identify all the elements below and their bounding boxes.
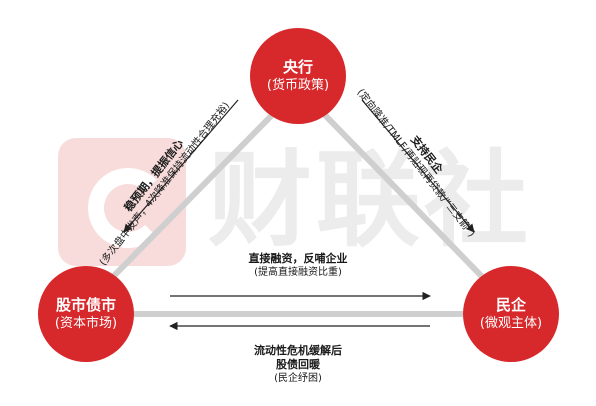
arrow-top-to-left [123,99,239,233]
node-capital-market-subtitle: (资本市场) [54,316,118,331]
node-private-enterprise: 民企 (微观主体) [463,266,559,362]
node-central-bank-title: 央行 [282,58,313,76]
node-private-enterprise-title: 民企 [495,296,526,314]
label-bottom-back-bold-2: 股债回暖 [276,358,320,371]
node-capital-market: 股市债市 (资本市场) [38,266,134,362]
arrow-top-to-right [361,99,475,233]
label-bottom-forward-note: (提高直接融资比重) [254,267,342,278]
label-bottom-back: 流动性危机缓解后 股债回暖 (民企纾困) [254,344,342,386]
label-bottom-forward: 直接融资，反哺企业 (提高直接融资比重) [249,252,348,280]
node-central-bank-subtitle: (货币政策) [266,78,330,93]
node-private-enterprise-subtitle: (微观主体) [479,316,543,331]
triangle-edge-right [319,109,498,293]
label-bottom-back-note: (民企纾困) [274,373,322,384]
triangle-edge-left [97,109,278,293]
node-central-bank: 央行 (货币政策) [250,28,346,124]
node-capital-market-title: 股市债市 [55,296,116,314]
watermark-logo-icon [58,138,186,266]
label-bottom-back-bold-1: 流动性危机缓解后 [254,344,342,357]
label-bottom-forward-bold: 直接融资，反哺企业 [248,252,348,265]
